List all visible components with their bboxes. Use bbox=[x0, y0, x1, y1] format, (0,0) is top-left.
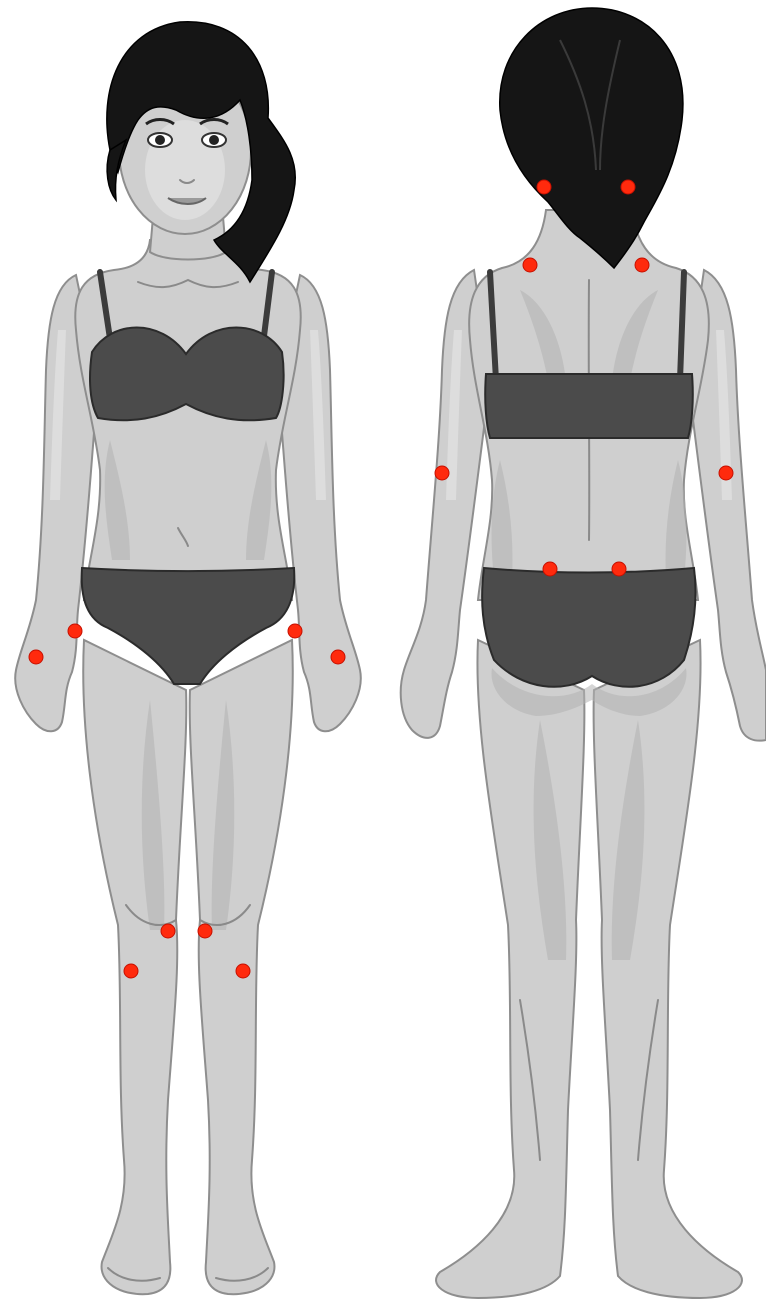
front-legs bbox=[83, 640, 293, 1294]
marker-front-right-knee-outer bbox=[124, 964, 138, 978]
back-legs bbox=[436, 640, 742, 1298]
marker-back-neck-right bbox=[621, 180, 635, 194]
front-view-figure bbox=[15, 22, 361, 1294]
marker-front-left-wrist bbox=[288, 624, 302, 638]
marker-back-elbow-right bbox=[719, 466, 733, 480]
marker-back-hip-left bbox=[543, 562, 557, 576]
marker-front-right-wrist bbox=[68, 624, 82, 638]
marker-back-neck-left bbox=[537, 180, 551, 194]
back-head bbox=[500, 8, 683, 268]
marker-front-right-knee-inner bbox=[161, 924, 175, 938]
front-head bbox=[107, 22, 295, 282]
marker-front-left-knee-outer bbox=[236, 964, 250, 978]
back-view-figure bbox=[401, 8, 766, 1298]
marker-front-left-hand bbox=[331, 650, 345, 664]
marker-front-right-hand bbox=[29, 650, 43, 664]
marker-back-hip-right bbox=[612, 562, 626, 576]
marker-back-elbow-left bbox=[435, 466, 449, 480]
marker-front-left-knee-inner bbox=[198, 924, 212, 938]
marker-back-shoulder-left bbox=[523, 258, 537, 272]
marker-back-shoulder-right bbox=[635, 258, 649, 272]
